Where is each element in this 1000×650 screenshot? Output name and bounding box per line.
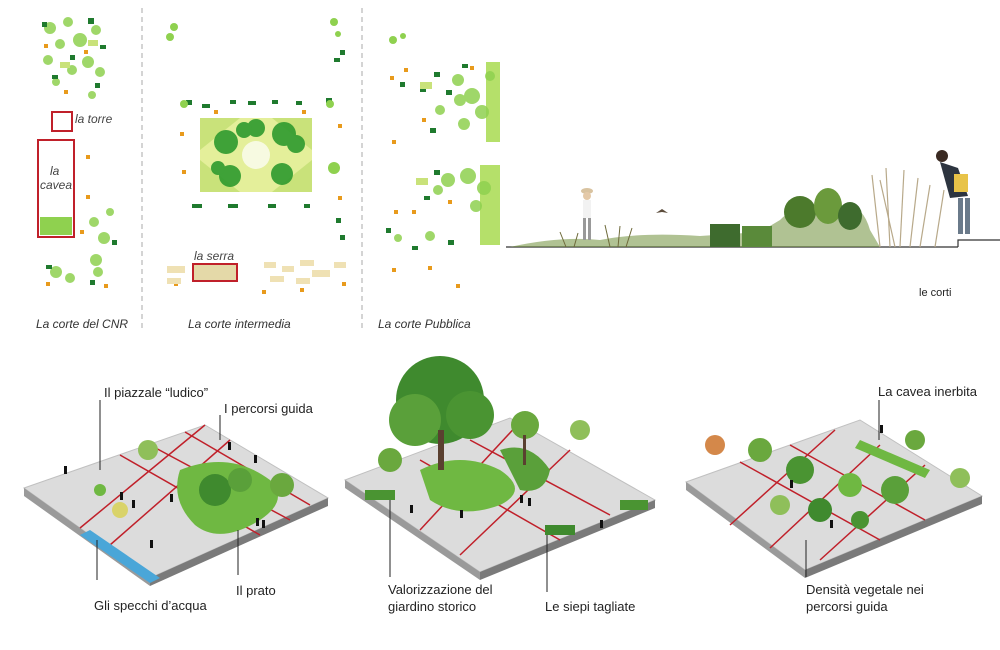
callout-piazzale: Il piazzale “ludico”: [104, 385, 208, 400]
plan-intermedia: la serra La corte intermedia: [166, 18, 346, 331]
cavea-outline: [37, 139, 75, 238]
section-caption: le corti: [919, 287, 951, 299]
serra-outline: [192, 263, 238, 282]
axo-middle: Valorizzazione del giardino storico Le s…: [343, 356, 657, 614]
plan-cnr: la torre la cavea La corte del CNR: [36, 17, 128, 331]
torre-outline: [51, 111, 73, 132]
callout-densita-1: Densità vegetale nei: [806, 582, 924, 597]
person-figure-left: [581, 188, 593, 240]
torre-label: la torre: [75, 112, 113, 126]
callout-prato: Il prato: [236, 583, 276, 598]
cavea-label-2: cavea: [40, 178, 72, 192]
cavea-label-1: la: [50, 164, 60, 178]
callout-valorizzazione-1: Valorizzazione del: [388, 582, 493, 597]
section-le-corti: le corti: [506, 150, 1000, 299]
callout-siepi: Le siepi tagliate: [545, 599, 635, 614]
callout-densita-2: percorsi guida: [806, 599, 888, 614]
callout-specchi: Gli specchi d’acqua: [94, 598, 207, 613]
callout-percorsi: I percorsi guida: [224, 401, 314, 416]
bird-icon: [656, 209, 668, 213]
plan-pubblica-caption: La corte Pubblica: [378, 317, 471, 331]
callout-valorizzazione-2: giardino storico: [388, 599, 476, 614]
plan-intermedia-caption: La corte intermedia: [188, 317, 291, 331]
callout-cavea: La cavea inerbita: [878, 384, 978, 399]
axo-left: Il piazzale “ludico” I percorsi guida Gl…: [22, 385, 330, 613]
axo-right: La cavea inerbita Densità vegetale nei p…: [684, 384, 984, 614]
person-figure-right: [936, 150, 970, 234]
plan-cnr-caption: La corte del CNR: [36, 317, 128, 331]
plan-pubblica: La corte Pubblica: [378, 33, 500, 331]
serra-label: la serra: [194, 249, 234, 263]
